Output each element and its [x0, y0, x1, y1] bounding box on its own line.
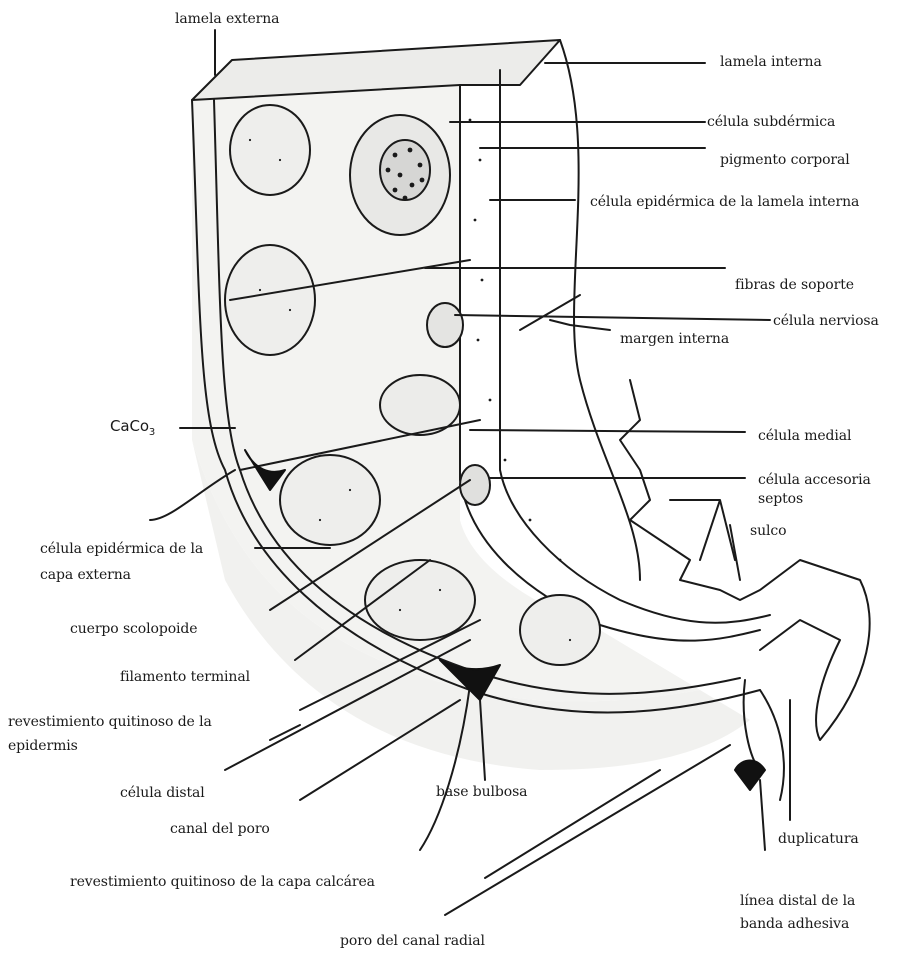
- leader-septos: [670, 500, 735, 560]
- leader-linea-distal: [760, 780, 765, 850]
- leader-sulco: [730, 525, 740, 580]
- label-canal-del-poro: canal del poro: [170, 820, 270, 838]
- label-celula-subdermica: célula subdérmica: [707, 113, 835, 131]
- epidermal-cell-3: [365, 560, 475, 640]
- label-celula-epidermica-capa-externa-2: capa externa: [40, 566, 131, 584]
- accessory-cell: [460, 465, 490, 505]
- label-revestimiento-epidermis-1: revestimiento quitinoso de la: [8, 713, 212, 731]
- label-lamela-externa: lamela externa: [175, 10, 279, 28]
- leader-poro-canal: [445, 745, 730, 915]
- label-caco3-main: CaCo: [110, 417, 149, 435]
- label-caco3: CaCo3: [110, 417, 155, 442]
- label-pigmento-corporal: pigmento corporal: [720, 151, 850, 169]
- label-celula-accesoria: célula accesoria: [758, 471, 871, 489]
- epidermal-cell-4: [520, 595, 600, 665]
- label-linea-distal-1: línea distal de la: [740, 892, 855, 910]
- label-sulco: sulco: [750, 522, 786, 540]
- leader-margen-interna: [520, 295, 610, 330]
- label-caco3-sub: 3: [149, 427, 155, 438]
- label-filamento-terminal: filamento terminal: [120, 668, 250, 686]
- label-revestimiento-epidermis-2: epidermis: [8, 737, 78, 755]
- label-septos: septos: [758, 490, 803, 508]
- label-poro-canal-radial: poro del canal radial: [340, 932, 485, 950]
- label-lamela-interna: lamela interna: [720, 53, 822, 71]
- label-base-bulbosa: base bulbosa: [436, 783, 527, 801]
- label-revestimiento-calcarea: revestimiento quitinoso de la capa calcá…: [70, 873, 375, 891]
- label-linea-distal-2: banda adhesiva: [740, 915, 849, 933]
- leader-celula-nerviosa: [455, 315, 770, 320]
- label-celula-medial: célula medial: [758, 427, 851, 445]
- label-celula-distal: célula distal: [120, 784, 205, 802]
- label-celula-nerviosa: célula nerviosa: [773, 312, 879, 330]
- label-celula-epidermica-capa-externa-1: célula epidérmica de la: [40, 540, 203, 558]
- epidermal-cell-2: [280, 455, 380, 545]
- nerve-cell: [427, 303, 463, 347]
- label-margen-interna: margen interna: [620, 330, 729, 348]
- label-celula-epidermica-lamela-interna: célula epidérmica de la lamela interna: [590, 193, 859, 211]
- epidermal-cell-1: [225, 245, 315, 355]
- inner-lamella-outer-edge: [460, 85, 760, 641]
- label-fibras-de-soporte: fibras de soporte: [735, 276, 854, 294]
- label-cuerpo-scolopoide: cuerpo scolopoide: [70, 620, 197, 638]
- leader-celula-medial: [470, 430, 745, 432]
- epidermal-cell-5: [230, 105, 310, 195]
- label-duplicatura: duplicatura: [778, 830, 859, 848]
